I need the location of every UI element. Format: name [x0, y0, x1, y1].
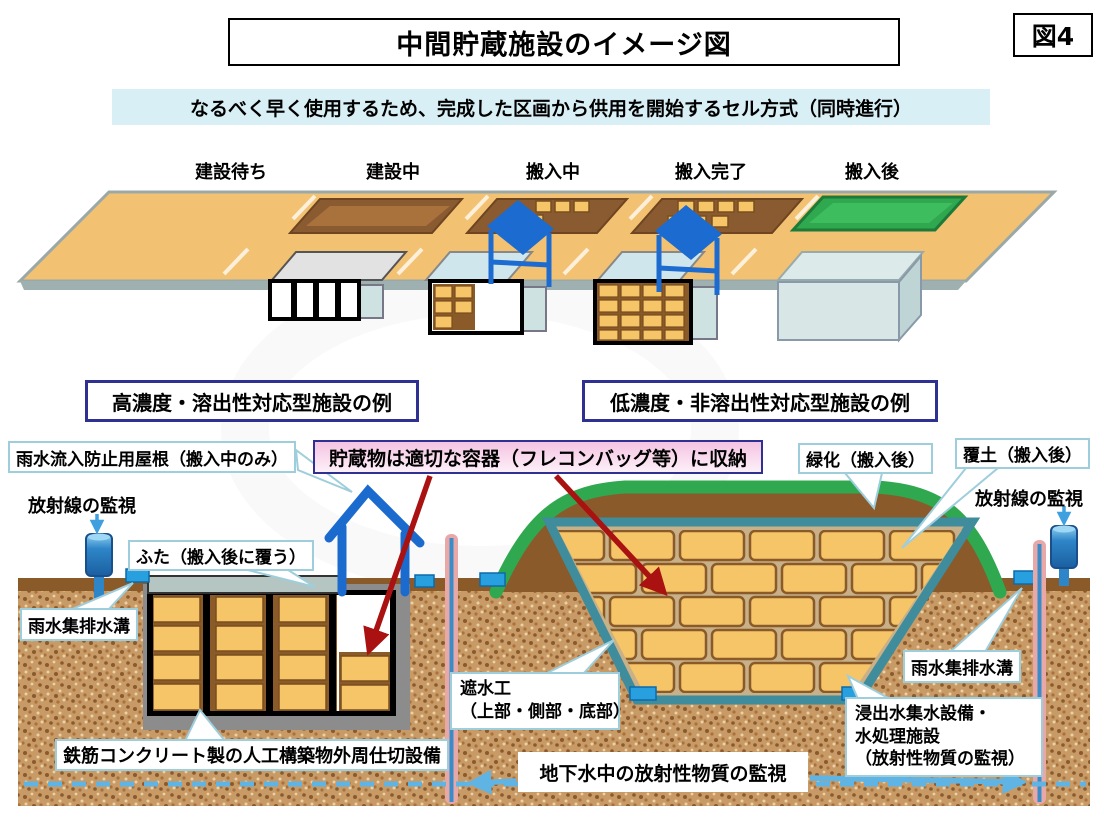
stage-label-constructing: 建設中 [366, 162, 420, 183]
label-radiation-monitor-left: 放射線の監視 [28, 496, 136, 517]
callout-rain-drain-left: 雨水集排水溝 [20, 608, 138, 641]
storage-container-note: 貯蔵物は適切な容器（フレコンバッグ等）に収納 [313, 440, 763, 474]
front-loading-cell [428, 279, 547, 335]
cell-loaded-top [629, 198, 805, 234]
header-high-concentration: 高濃度・溶出性対応型施設の例 [85, 380, 419, 422]
roof-icon-iso-1 [487, 200, 554, 287]
callout-rc-enclosure: 鉄筋コンクリート製の人工構築物外周仕切設備 [55, 739, 449, 771]
callout-cover-soil: 覆土（搬入後） [955, 438, 1090, 469]
figure-number: 図4 [1013, 13, 1093, 57]
cell-under-construction [287, 198, 465, 234]
storage-note-arrows [363, 474, 668, 656]
stage-label-loading: 搬入中 [526, 162, 580, 183]
cell-completed-green [789, 195, 969, 232]
callout-greening: 緑化（搬入後） [798, 443, 933, 474]
callout-lid: ふた（搬入後に覆う） [128, 540, 314, 571]
label-radiation-monitor-right: 放射線の監視 [975, 489, 1083, 510]
front-loaded-cell [593, 279, 718, 345]
impermeable-line-2: （上部・側部・底部） [460, 702, 630, 722]
callout-rain-roof: 雨水流入防止用屋根（搬入中のみ） [8, 441, 296, 473]
roof-icon-iso-2 [655, 205, 722, 295]
header-low-concentration: 低濃度・非溶出性対応型施設の例 [582, 380, 938, 422]
leachate-line-1: 浸出水集水設備・ [855, 703, 991, 724]
leachate-line-3: （放射性物質の監視） [855, 749, 1025, 770]
front-empty-cell [268, 279, 384, 321]
callout-rain-drain-right: 雨水集排水溝 [903, 650, 1021, 683]
radiation-monitor-device-right [1050, 506, 1078, 586]
label-groundwater-monitoring: 地下水中の放射性物質の監視 [518, 752, 808, 792]
radiation-monitor-device-left [85, 514, 113, 598]
cell-method-banner: なるべく早く使用するため、完成した区画から供用を開始するセル方式（同時進行） [112, 89, 990, 125]
stage-label-loaded: 搬入完了 [675, 162, 747, 183]
monitoring-well-left [445, 534, 458, 804]
leachate-line-2: 水処理施設 [855, 726, 940, 747]
page-title: 中間貯蔵施設のイメージ図 [228, 18, 900, 66]
callout-leachate-facility: 浸出水集水設備・ 水処理施設 （放射性物質の監視） [845, 697, 1043, 777]
stage-label-after: 搬入後 [845, 162, 899, 183]
impermeable-line-1: 遮水工 [460, 679, 511, 700]
stage-label-waiting: 建設待ち [195, 162, 267, 183]
front-covered-cell [777, 253, 922, 343]
rain-gutters [125, 568, 1038, 701]
callout-impermeable-layer: 遮水工 （上部・側部・底部） [450, 672, 630, 730]
iso-platform-illustration [16, 190, 1058, 345]
concrete-lid [147, 575, 345, 594]
